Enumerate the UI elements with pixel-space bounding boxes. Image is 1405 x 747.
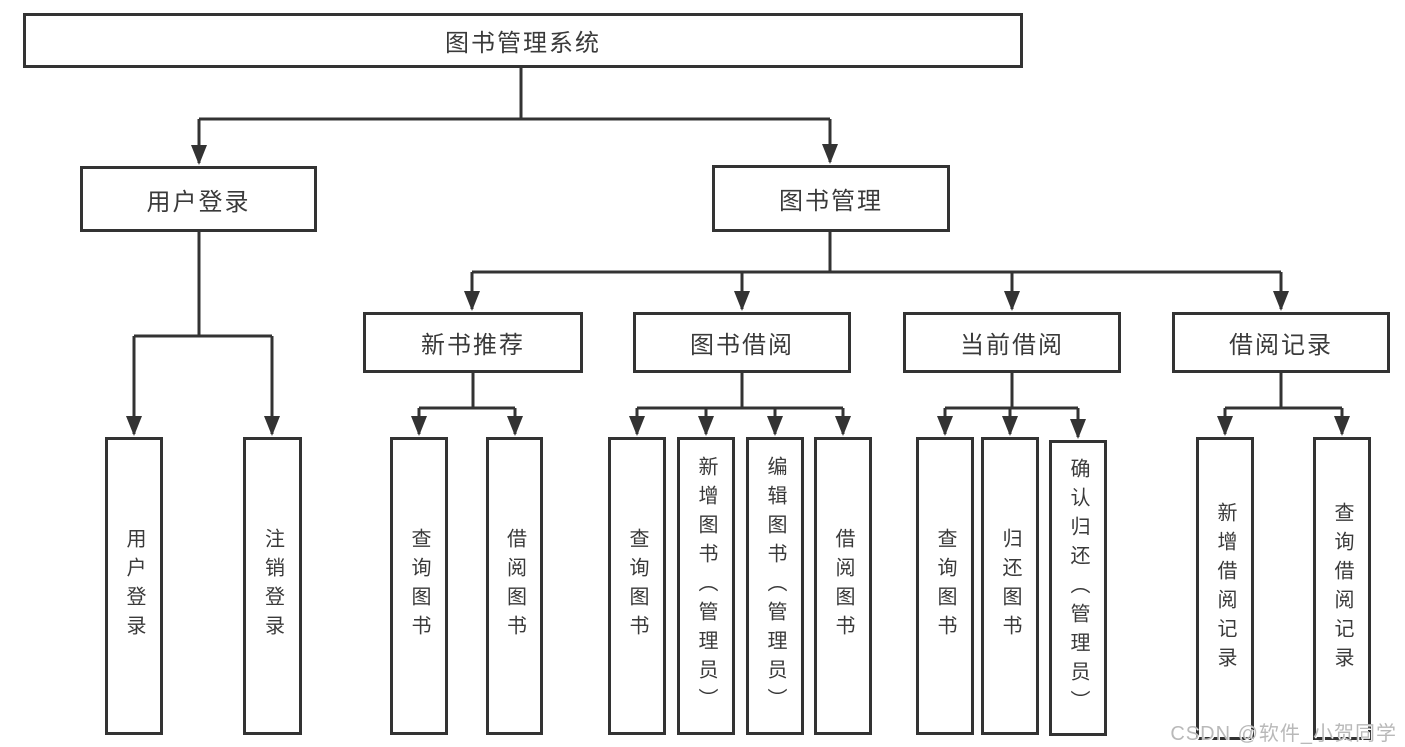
leaf-query-books-current: 查询图书 [916,437,974,735]
leaf-logout: 注销登录 [243,437,302,735]
leaf-confirm-return-admin: 确认归还（管理员） [1049,440,1107,736]
node-borrowing-records: 借阅记录 [1172,312,1390,373]
leaf-return-books: 归还图书 [981,437,1039,735]
leaf-add-borrow-record: 新增借阅记录 [1196,437,1254,740]
leaf-borrow-books-borrowing: 借阅图书 [814,437,872,735]
node-book-borrowing: 图书借阅 [633,312,851,373]
node-user-login: 用户登录 [80,166,317,232]
node-library-management-system: 图书管理系统 [23,13,1023,68]
node-current-borrowing: 当前借阅 [903,312,1121,373]
leaf-edit-books-admin: 编辑图书（管理员） [746,437,804,735]
leaf-query-books-recommend: 查询图书 [390,437,448,735]
leaf-user-login: 用户登录 [105,437,163,735]
node-new-book-recommendation: 新书推荐 [363,312,583,373]
csdn-watermark: CSDN @软件_小贺同学 [1170,723,1397,745]
leaf-query-borrow-record: 查询借阅记录 [1313,437,1371,740]
leaf-add-books-admin: 新增图书（管理员） [677,437,735,735]
node-book-management: 图书管理 [712,165,950,232]
leaf-query-books-borrowing: 查询图书 [608,437,666,735]
leaf-borrow-books-recommend: 借阅图书 [486,437,543,735]
